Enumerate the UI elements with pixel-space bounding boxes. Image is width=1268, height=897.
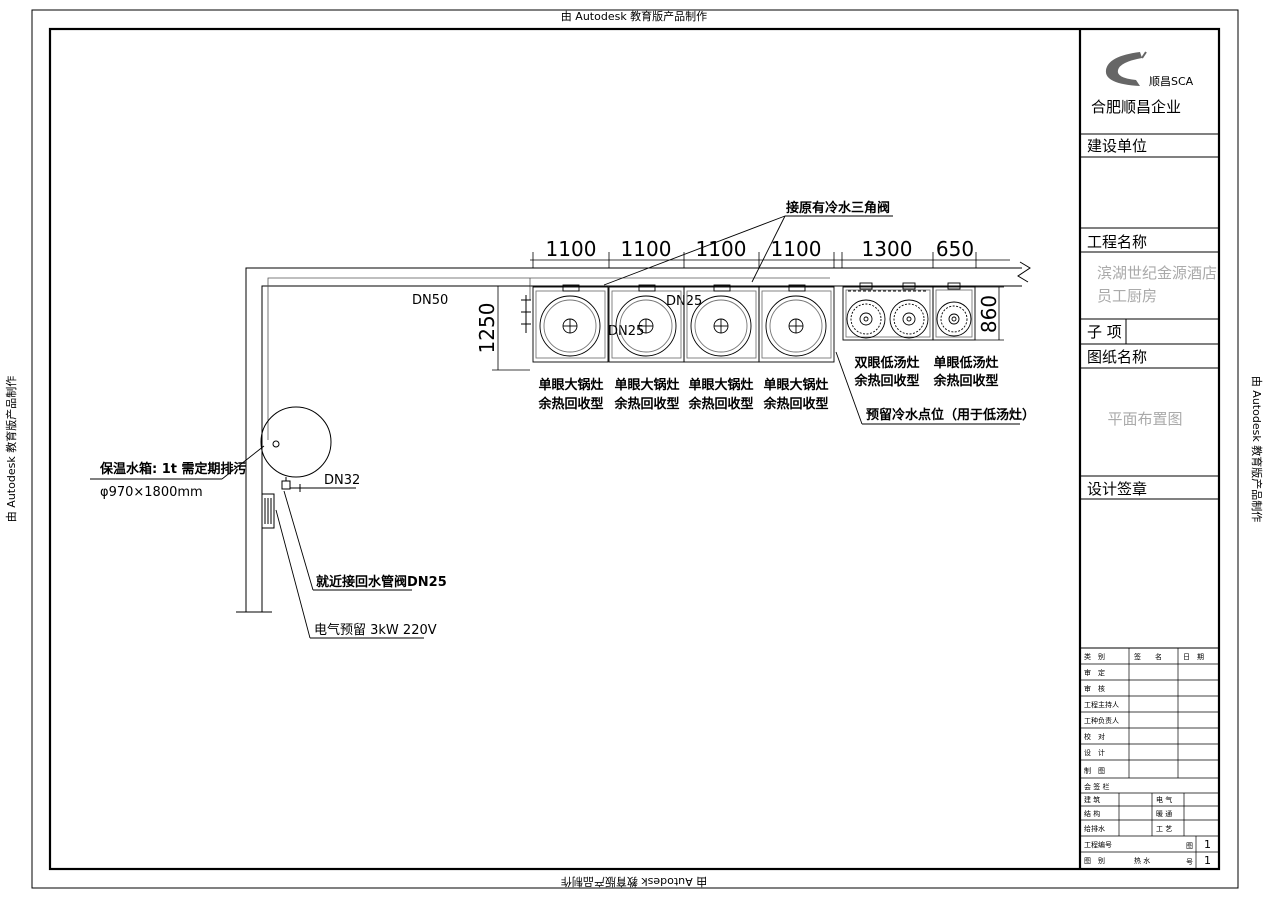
watermark-bottom: 由 Autodesk 教育版产品制作 <box>561 875 707 889</box>
number-label: 号 <box>1186 858 1193 866</box>
design-seal-label: 设计签章 <box>1087 480 1147 498</box>
project-no-label: 工程编号 <box>1084 840 1112 849</box>
watermark-right: 由 Autodesk 教育版产品制作 <box>1250 376 1264 522</box>
sheet-border <box>31 9 1239 889</box>
side-dimension-left <box>492 285 530 371</box>
stove-1 <box>532 284 609 363</box>
category-value: 热 水 <box>1134 856 1150 865</box>
water-tank <box>260 406 332 478</box>
cold-water-leader <box>835 351 1020 425</box>
dim-1100-1: 1100 <box>546 237 597 261</box>
stove-2 <box>608 284 685 363</box>
equipment-5-line1: 双眼低汤灶 <box>854 355 919 371</box>
stove-6-single <box>932 282 976 341</box>
drawing-name: 平面布置图 <box>1107 410 1182 428</box>
sign-row-project-lead: 工程主持人 <box>1084 700 1119 709</box>
dim-1100-3: 1100 <box>696 237 747 261</box>
cs-process: 工 艺 <box>1156 825 1172 833</box>
valve-callout-text: 接原有冷水三角阀 <box>786 200 890 216</box>
sign-table-grid <box>1080 648 1219 869</box>
sign-row-review: 审 核 <box>1084 684 1105 693</box>
cs-structure: 结 构 <box>1084 809 1100 818</box>
equipment-6-line2: 余热回收型 <box>932 373 998 389</box>
cs-hvac: 暖 通 <box>1156 809 1172 818</box>
return-valve-leader <box>283 490 412 591</box>
equipment-6-line1: 单眼低汤灶 <box>933 355 998 371</box>
pipe-label-dn50: DN50 <box>412 293 448 308</box>
project-label: 工程名称 <box>1087 233 1147 251</box>
sign-header-date: 日 期 <box>1183 653 1204 661</box>
equipment-4-line1: 单眼大锅灶 <box>763 377 828 393</box>
pump-fitting <box>281 477 320 492</box>
equipment-1-line1: 单眼大锅灶 <box>538 377 603 393</box>
cs-architecture: 建 筑 <box>1084 795 1100 804</box>
tank-leader <box>90 445 265 480</box>
watermark-top: 由 Autodesk 教育版产品制作 <box>561 9 707 23</box>
power-callout-text: 电气预留 3kW 220V <box>314 622 437 638</box>
sign-row-check: 校 对 <box>1084 732 1105 741</box>
cs-electrical: 电 气 <box>1156 795 1172 804</box>
sub-item-label: 子 项 <box>1087 323 1122 341</box>
power-leader <box>275 509 424 639</box>
equipment-2-line1: 单眼大锅灶 <box>614 377 679 393</box>
company-logo <box>1105 51 1147 86</box>
tank-callout-line1: 保温水箱: 1t 需定期排污 <box>99 461 247 477</box>
return-valve-callout-text: 就近接回水管阀DN25 <box>316 574 447 590</box>
water-pipe <box>267 277 830 440</box>
drawing-frame <box>48 27 1221 871</box>
equipment-2-line2: 余热回收型 <box>613 396 679 412</box>
sign-header-signature: 签 名 <box>1134 652 1162 661</box>
watermark-left: 由 Autodesk 教育版产品制作 <box>4 376 18 522</box>
project-name-line1: 滨湖世纪金源酒店 <box>1097 264 1217 282</box>
electrical-box <box>261 493 275 529</box>
drawing-name-label: 图纸名称 <box>1087 348 1147 366</box>
countersign-label: 会 签 栏 <box>1084 782 1109 791</box>
top-dimension-line <box>530 252 1010 268</box>
equipment-1-line2: 余热回收型 <box>537 396 603 412</box>
company-name: 合肥顺昌企业 <box>1091 98 1181 116</box>
valve-symbol <box>521 295 531 333</box>
sign-row-draw: 制 图 <box>1084 766 1105 775</box>
drawing-label: 图 <box>1186 842 1193 850</box>
number-value: 1 <box>1204 854 1211 867</box>
category-label: 图 别 <box>1084 856 1105 865</box>
sign-row-approve: 审 定 <box>1084 668 1105 677</box>
sign-row-design: 设 计 <box>1084 748 1105 757</box>
pipe-label-dn32: DN32 <box>324 473 360 488</box>
dim-1250: 1250 <box>475 303 499 354</box>
valve-callout-leader <box>603 215 893 286</box>
dim-860: 860 <box>977 295 1001 333</box>
project-name-line2: 员工厨房 <box>1097 287 1157 305</box>
tank-callout-line2: φ970×1800mm <box>100 485 203 500</box>
cold-water-callout-text: 预留冷水点位（用于低汤灶） <box>866 407 1035 423</box>
dim-1100-2: 1100 <box>621 237 672 261</box>
brand-name: 顺昌SCA <box>1149 75 1194 88</box>
wall-outline <box>236 261 1031 613</box>
equipment-3-line1: 单眼大锅灶 <box>688 377 753 393</box>
drawing-value: 1 <box>1204 838 1211 851</box>
client-label: 建设单位 <box>1087 137 1147 155</box>
dim-1100-4: 1100 <box>771 237 822 261</box>
equipment-4-line2: 余热回收型 <box>762 396 828 412</box>
stove-5-double <box>842 282 934 341</box>
equipment-3-line2: 余热回收型 <box>687 396 753 412</box>
equipment-5-line2: 余热回收型 <box>853 373 919 389</box>
dim-650: 650 <box>936 237 974 261</box>
cs-plumbing: 给排水 <box>1084 824 1105 833</box>
sign-row-discipline-lead: 工种负责人 <box>1084 716 1119 725</box>
stove-4 <box>758 284 835 363</box>
sign-header-category: 类 别 <box>1084 652 1105 661</box>
title-block-lines <box>1080 133 1219 649</box>
dim-1300: 1300 <box>862 237 913 261</box>
side-dimension-right <box>975 286 1004 341</box>
